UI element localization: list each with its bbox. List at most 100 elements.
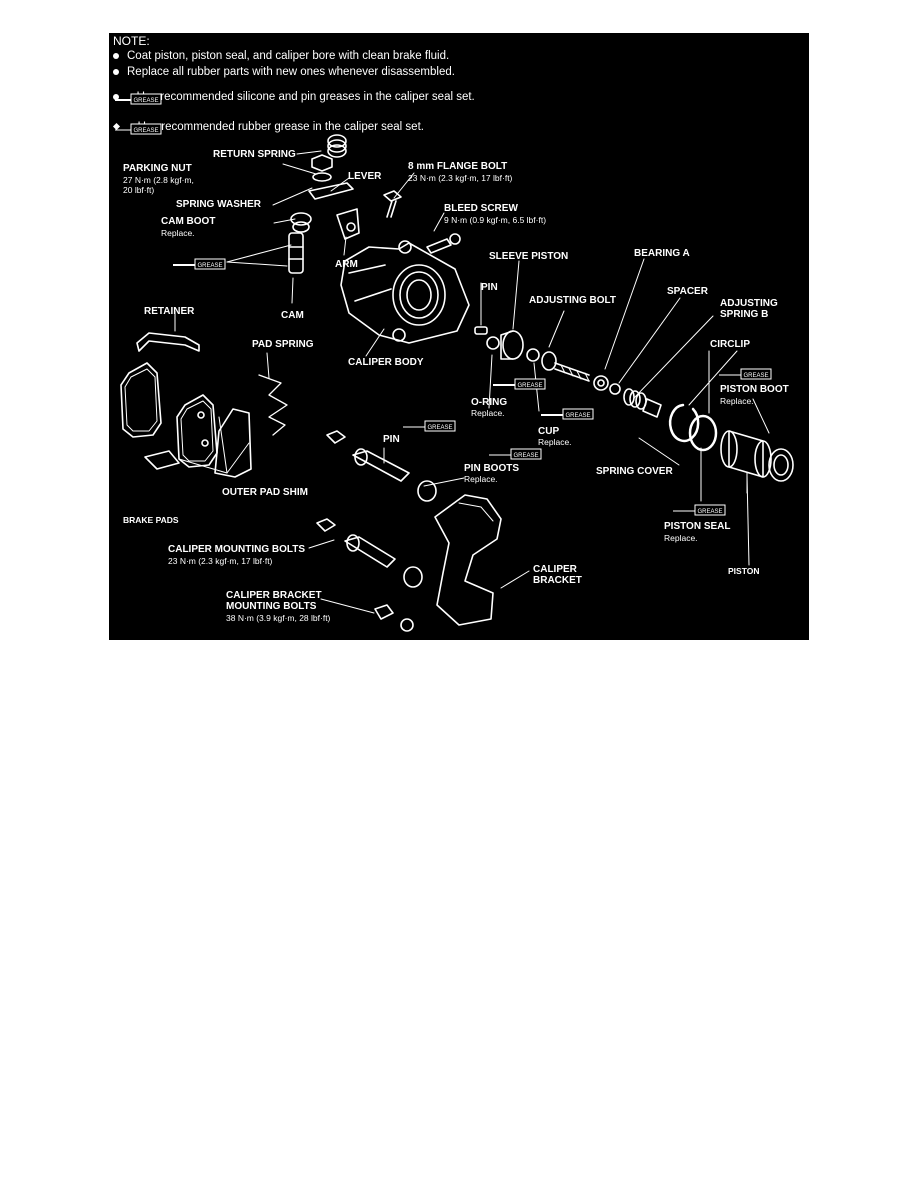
rubber-grease-tube-icon: GREASE [115,123,162,135]
grease-tube-icon: GREASE [115,93,162,105]
label-caliper-bracket-bolts-2: MOUNTING BOLTS [226,601,317,612]
label-caliper-bracket-2: BRACKET [533,575,582,586]
grease-tag: GREASE [697,509,722,515]
grease-tag: GREASE [513,453,538,459]
grease-tag: GREASE [427,425,452,431]
label-pin-boots-note: Replace. [464,474,498,484]
note-bullet-2: Replace all rubber parts with new ones w… [113,66,455,78]
label-brake-pads: BRAKE PADS [123,515,179,525]
note-bullet-4: GREASE : Use recommended rubber grease i… [112,121,424,135]
grease-tag: GREASE [133,98,158,104]
label-cup-note: Replace. [538,437,572,447]
rubber-grease-tube-icon: GREASE [489,448,542,460]
label-parking-nut-torque-1: 27 N·m (2.8 kgf·m, [123,175,194,185]
grease-tag: GREASE [133,128,158,134]
label-o-ring-note: Replace. [471,408,505,418]
label-caliper-bracket-bolts-1: CALIPER BRACKET [226,590,322,601]
label-circlip: CIRCLIP [710,339,750,350]
label-adjusting-spring-b-2: SPRING B [720,309,769,320]
label-cam-boot-note: Replace. [161,228,195,238]
label-pad-spring: PAD SPRING [252,339,314,350]
spring-cover-shape [642,398,662,418]
adjusting-spring-shape [623,388,647,410]
return-spring-shape [327,134,347,158]
pin-boots-shape [403,480,437,588]
bullet-dot [113,52,119,59]
label-parking-nut-torque-2: 20 lbf·ft) [123,185,155,195]
pad-spring-shape [258,374,288,436]
rubber-grease-tube-icon: GREASE [673,504,726,516]
label-o-ring: O-RING [471,397,508,408]
grease-tube-icon: GREASE [493,378,546,390]
cam-boot-shape [290,212,312,233]
caliper-exploded-diagram: NOTE: Coat piston, piston seal, and cali… [109,33,809,640]
label-piston-seal-note: Replace. [664,533,698,543]
label-caliper-body: CALIPER BODY [348,357,424,368]
label-flange-bolt-torque: 23 N·m (2.3 kgf·m, 17 lbf·ft) [408,173,513,183]
label-lever: LEVER [348,171,382,182]
label-piston-boot: PISTON BOOT [720,384,789,395]
label-spacer: SPACER [667,286,708,297]
piston-shape [720,430,772,478]
label-parking-nut: PARKING NUT [123,163,192,174]
flange-bolt-shape [383,190,402,218]
bullet-dot [113,68,119,75]
retainer-shape [136,332,200,352]
sleeve-piston-shape [500,330,524,360]
note-title: NOTE: [113,34,150,48]
label-retainer: RETAINER [144,306,195,317]
label-pin-boots: PIN BOOTS [464,463,520,474]
brake-pads-shape [120,362,218,470]
lower-pin-shape [326,430,410,482]
label-bleed-screw: BLEED SCREW [444,203,518,214]
label-pin-upper: PIN [481,282,498,293]
label-piston-boot-note: Replace. [720,396,754,406]
label-cup: CUP [538,426,560,437]
bullet-dot [113,93,119,100]
grease-tag: GREASE [517,383,542,389]
mounting-bolts-shape [316,518,414,632]
circlip-shape [668,403,700,443]
label-adjusting-spring-b-1: ADJUSTING [720,298,778,309]
arm-shape [336,208,360,240]
note-bullet-3: GREASE : Use recommended silicone and pi… [113,91,475,105]
label-arm: ARM [335,259,358,270]
adjusting-bolt-shape [541,351,590,382]
lever-shape [308,182,354,200]
label-caliper-bracket-1: CALIPER [533,564,577,575]
grease-tag: GREASE [565,413,590,419]
leader-lines [174,150,770,614]
label-pin-lower: PIN [383,434,400,445]
label-bearing-a: BEARING A [634,248,690,259]
bleed-screw-shape [426,233,461,254]
label-cam-boot: CAM BOOT [161,216,216,227]
grease-tube-icon: GREASE [403,420,456,432]
label-piston-seal: PISTON SEAL [664,521,731,532]
label-outer-pad-shim: OUTER PAD SHIM [222,487,308,498]
grease-tag: GREASE [743,373,768,379]
parking-nut-shape [311,154,333,182]
cam-shape [288,232,304,274]
label-piston: PISTON [728,566,760,576]
label-bleed-screw-torque: 9 N·m (0.9 kgf·m, 6.5 lbf·ft) [444,215,547,225]
label-cam: CAM [281,310,304,321]
note-bullet-1: Coat piston, piston seal, and caliper bo… [113,50,449,62]
label-caliper-bracket-bolts-torque: 38 N·m (3.9 kgf·m, 28 lbf·ft) [226,613,331,623]
grease-tag: GREASE [197,263,222,269]
rubber-grease-tube-icon: GREASE [719,368,772,380]
label-caliper-mounting-bolts-torque: 23 N·m (2.3 kgf·m, 17 lbf·ft) [168,556,273,566]
label-flange-bolt: 8 mm FLANGE BOLT [408,161,508,172]
caliper-bracket-shape [434,494,502,626]
diagram-artwork [120,134,794,632]
label-adjusting-bolt: ADJUSTING BOLT [529,295,617,306]
caliper-body-shape [340,240,470,344]
label-spring-cover: SPRING COVER [596,466,673,477]
outer-pad-shim-shape [214,408,252,478]
label-spring-washer: SPRING WASHER [176,199,262,210]
label-sleeve-piston: SLEEVE PISTON [489,251,569,262]
grease-tube-icon: GREASE [541,408,594,420]
grease-tube-icon: GREASE [173,258,226,270]
label-return-spring: RETURN SPRING [213,149,296,160]
label-caliper-mounting-bolts: CALIPER MOUNTING BOLTS [168,544,306,555]
piston-boot-shape [768,448,794,482]
